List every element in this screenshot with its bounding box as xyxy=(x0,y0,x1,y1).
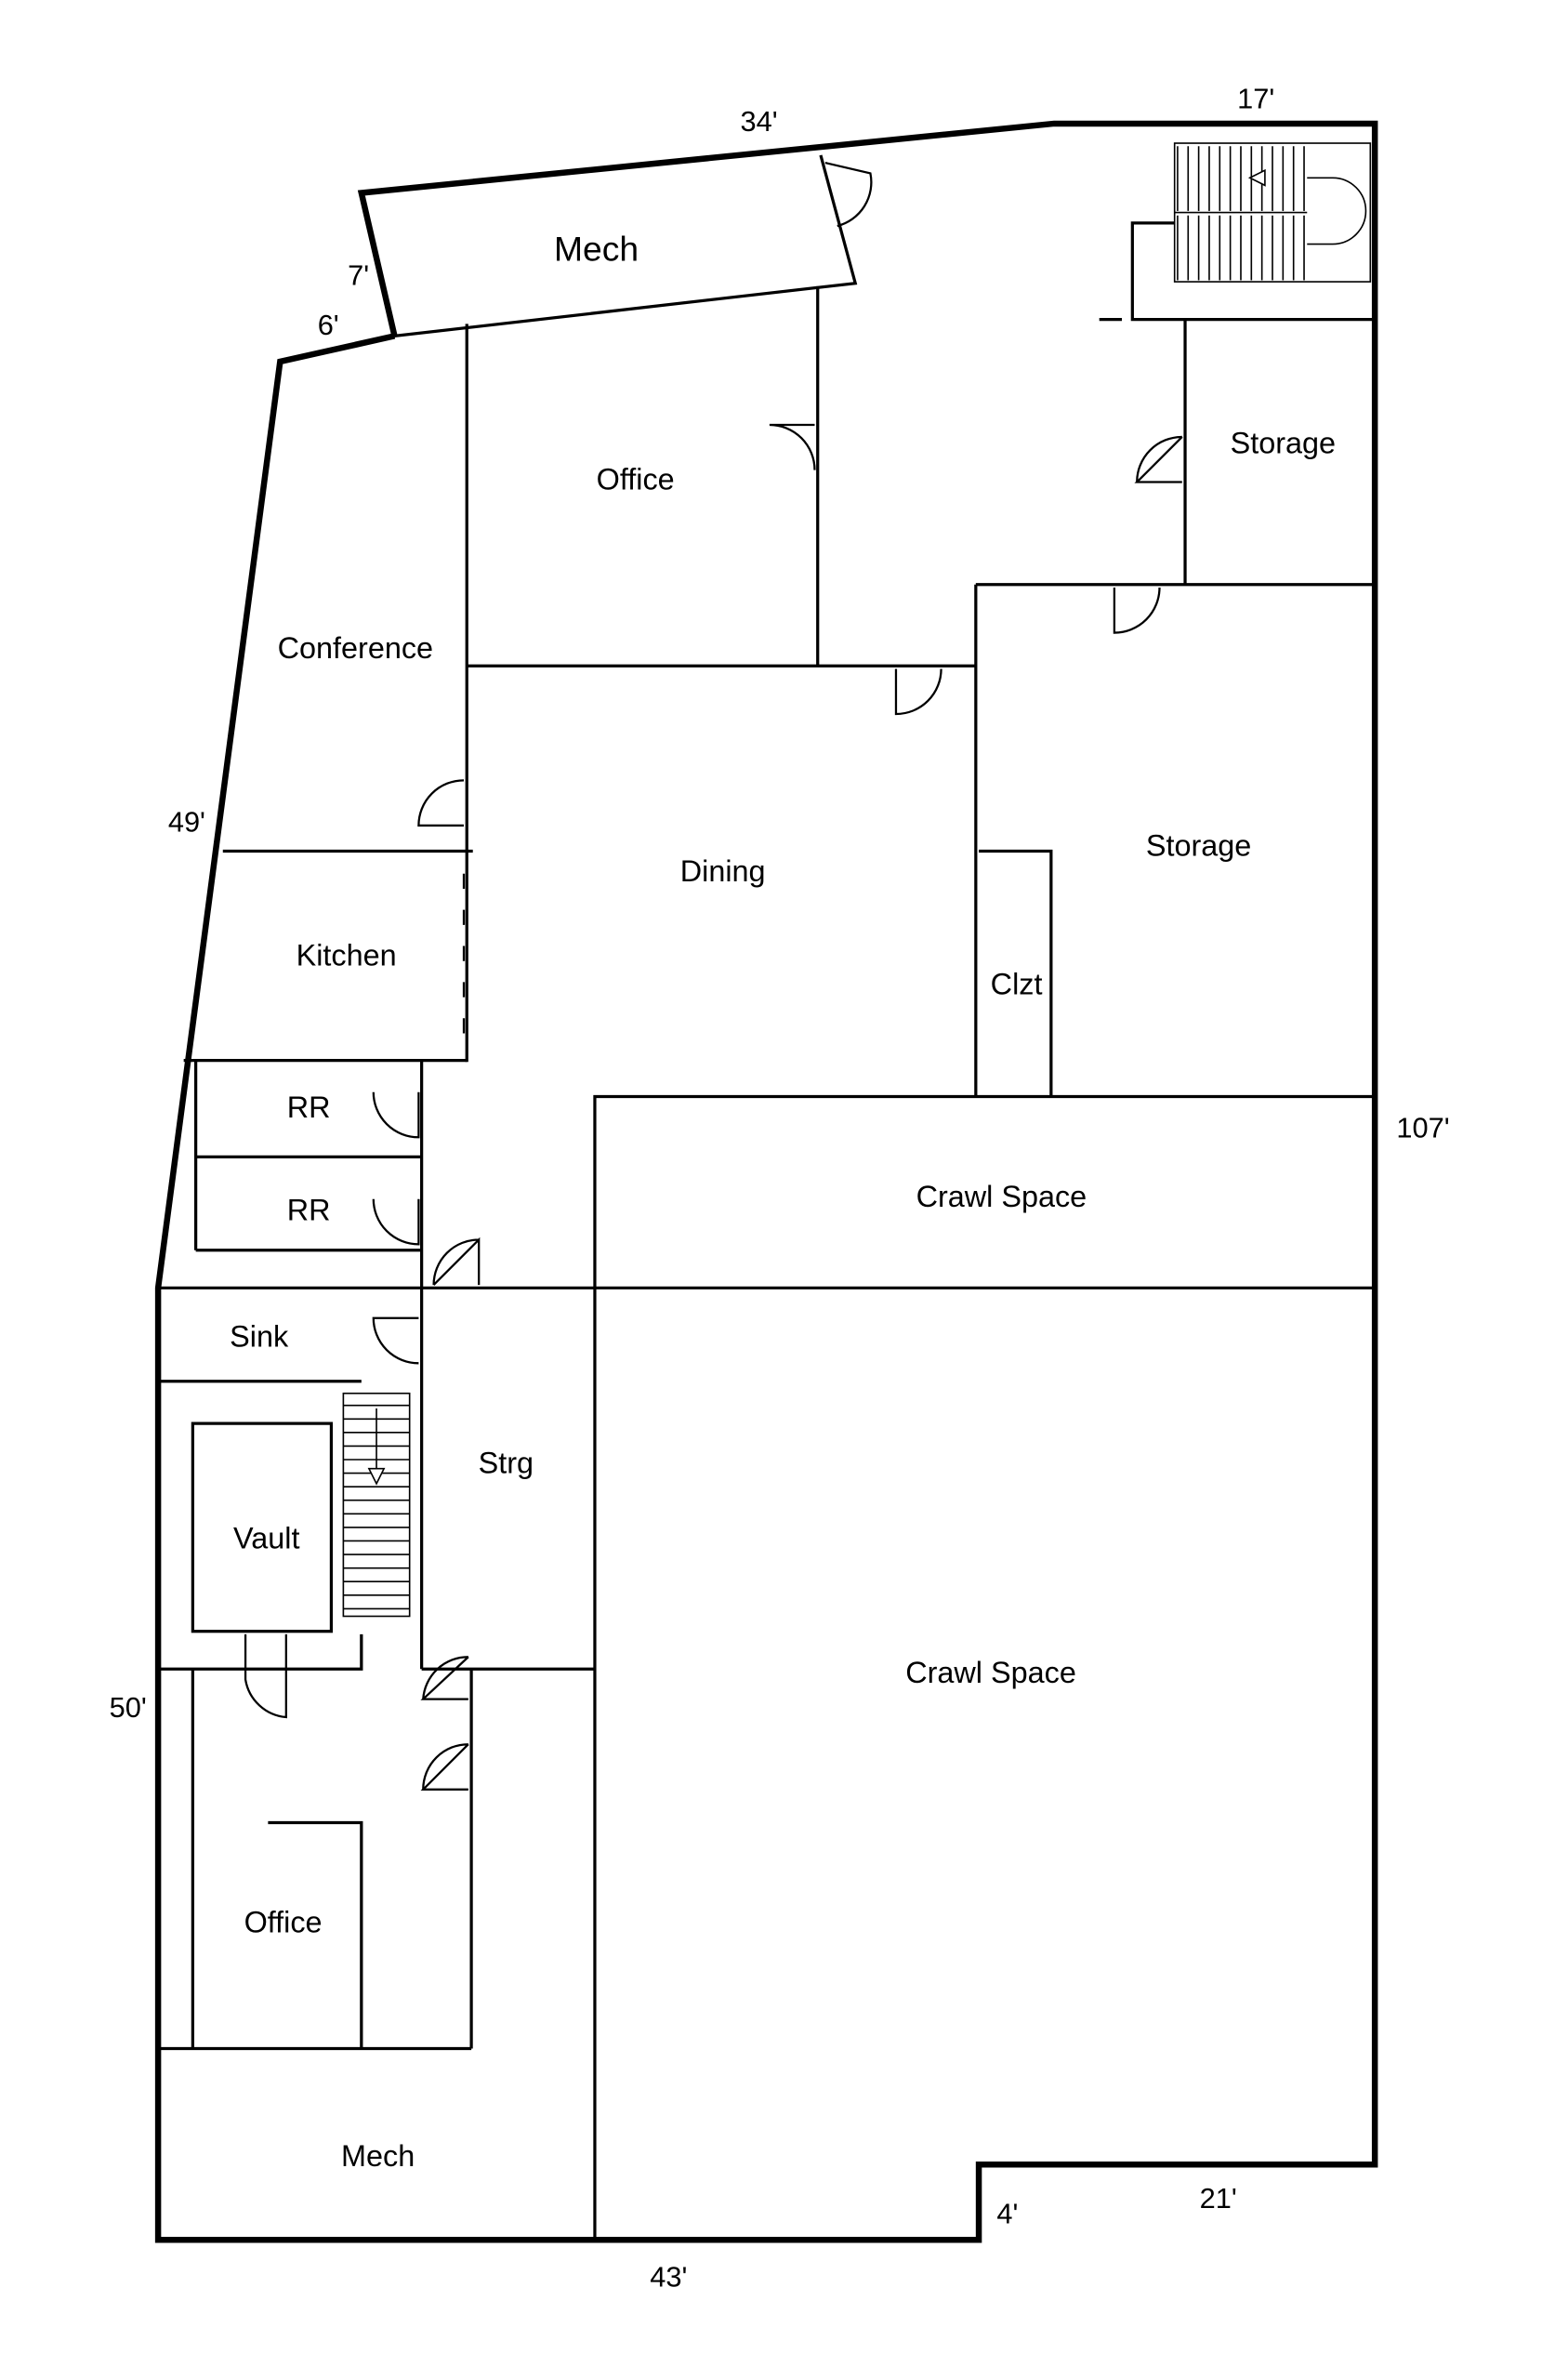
room-label-clzt: Clzt xyxy=(991,967,1043,1000)
interior-walls xyxy=(158,154,1376,2241)
room-label-vault: Vault xyxy=(233,1522,299,1555)
room-label-rr-2: RR xyxy=(287,1193,331,1226)
stairs xyxy=(342,142,1372,1618)
room-label-conference: Conference xyxy=(278,631,433,665)
room-label-kitchen: Kitchen xyxy=(297,939,397,972)
room-label-office-bottom: Office xyxy=(244,1906,323,1939)
room-label-office-top: Office xyxy=(597,463,675,496)
room-label-crawl-space-lower: Crawl Space xyxy=(905,1656,1076,1689)
room-label-strg: Strg xyxy=(479,1447,534,1480)
room-label-rr-1: RR xyxy=(287,1091,331,1124)
dimension-bottom-right: 21' xyxy=(1200,2182,1237,2215)
room-label-storage-mid: Storage xyxy=(1146,828,1251,862)
dimension-top-left: 34' xyxy=(740,105,777,138)
room-label-mech-bottom: Mech xyxy=(341,2139,415,2173)
dimension-left-lower: 50' xyxy=(110,1691,147,1724)
doors xyxy=(244,161,1183,1791)
dimension-top-right: 17' xyxy=(1237,83,1274,115)
room-label-dining: Dining xyxy=(680,854,766,888)
room-label-sink: Sink xyxy=(230,1319,289,1353)
room-label-mech-top: Mech xyxy=(554,229,639,268)
outer-walls xyxy=(154,120,1378,2243)
dimension-jog: 6' xyxy=(318,309,339,341)
dimension-notch: 4' xyxy=(996,2197,1018,2229)
room-label-crawl-space-upper: Crawl Space xyxy=(916,1180,1087,1213)
dimension-left-upper: 49' xyxy=(168,805,205,838)
dimension-right: 107' xyxy=(1396,1111,1449,1144)
dimension-bottom: 43' xyxy=(650,2260,687,2293)
dimension-mech-side: 7' xyxy=(348,258,369,291)
room-label-storage-top: Storage xyxy=(1231,427,1336,460)
